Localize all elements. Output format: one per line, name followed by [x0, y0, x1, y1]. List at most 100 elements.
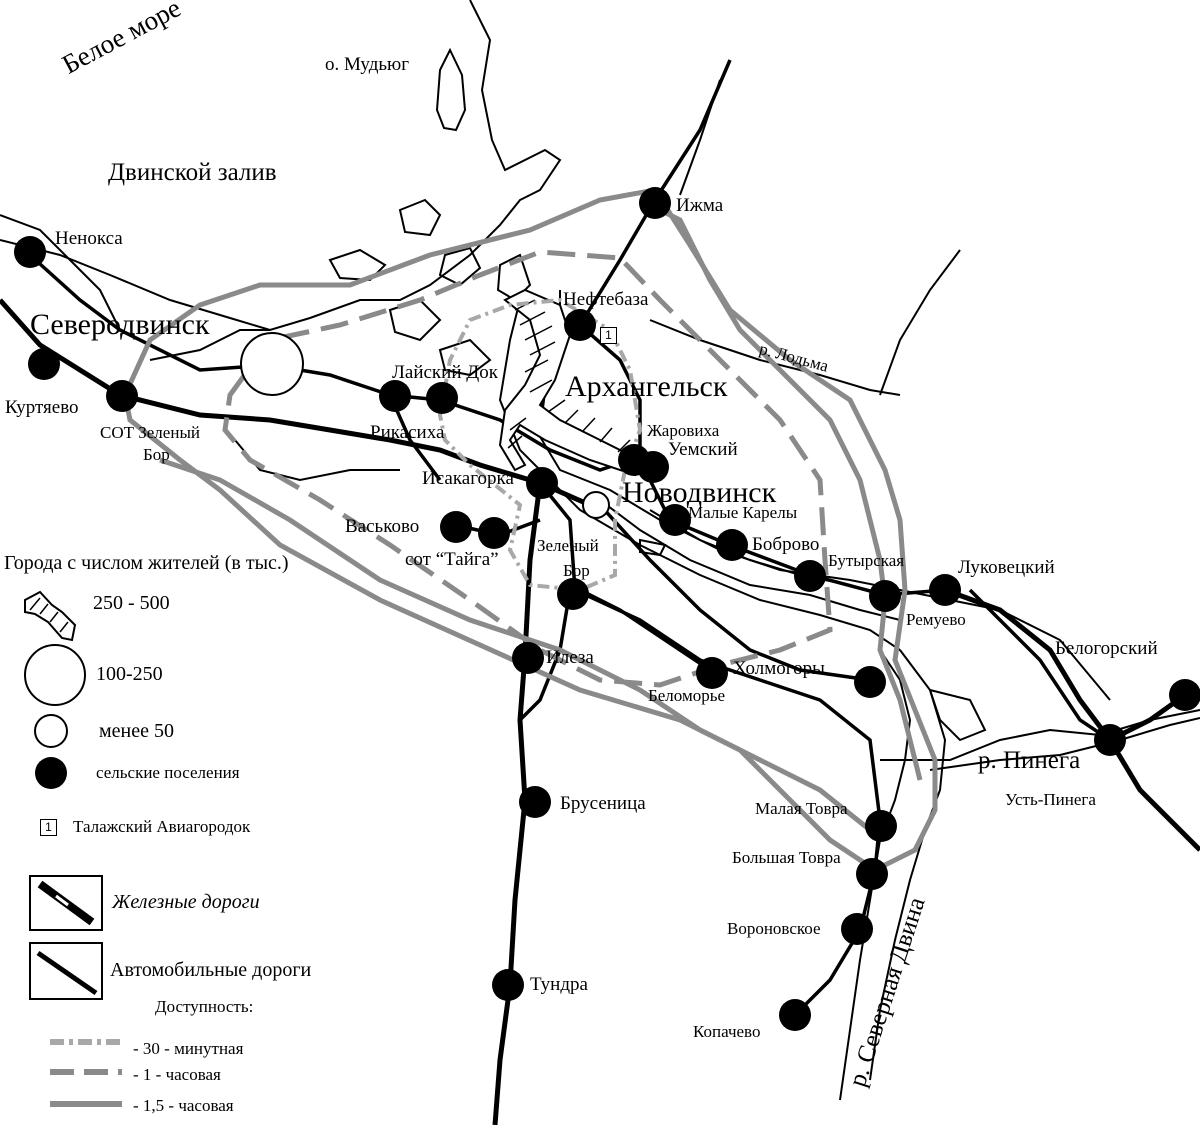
settlement-voronovskoe — [841, 913, 873, 945]
legend-access-15h: - 1,5 - часовая — [133, 1096, 234, 1115]
neftebaza-label: Нефтебаза — [563, 289, 649, 310]
mudyug-island — [435, 47, 467, 132]
rikasikha-label: Рикасиха — [370, 422, 445, 443]
kurtyaevo-label: Куртяево — [5, 397, 79, 418]
isochrone-1-5h — [638, 197, 923, 781]
bobrovo-label: Боброво — [752, 534, 820, 555]
isochrone-1-5h — [159, 457, 872, 832]
road — [28, 253, 631, 472]
brusenitsa-label: Брусеница — [560, 793, 646, 814]
pinega-label: р. Пинега — [978, 747, 1081, 774]
delta-island — [438, 338, 492, 377]
legend-access-30: - 30 - минутная — [133, 1039, 244, 1058]
sot-zeleny-bor-label-2: Бор — [143, 445, 170, 464]
settlement-remuevo — [869, 580, 901, 612]
settlement-tundra — [492, 969, 524, 1001]
legend-hatched-city-icon — [24, 590, 77, 642]
road — [579, 588, 711, 672]
legend-city-lt-50-icon — [34, 714, 68, 748]
legend-access-title: Доступность: — [155, 997, 254, 1016]
dvina-channel — [599, 499, 901, 621]
sot-taiga-label: сот “Тайга” — [405, 549, 499, 570]
settlement-isakagorka — [526, 467, 558, 499]
isochrone-1h — [222, 249, 833, 688]
mudyug-label: о. Мудьюг — [325, 54, 410, 75]
lodma-river — [649, 319, 901, 396]
settlement-bolshaya-tovra — [856, 858, 888, 890]
isochrone-30min — [437, 297, 643, 593]
uemsky-label: Уемский — [668, 439, 738, 460]
railway — [944, 587, 1200, 852]
settlement-laisky-dok-2 — [426, 382, 458, 414]
nenoksa-label: Ненокса — [55, 228, 123, 249]
road — [598, 503, 871, 682]
coastline — [0, 0, 562, 332]
settlement-uemsky — [637, 451, 669, 483]
legend-railways: Железные дороги — [112, 891, 260, 913]
railway — [0, 298, 592, 508]
road — [653, 59, 732, 201]
lukovetsky-label: Луковецкий — [958, 557, 1055, 578]
laisky-dok-label: Лайский Док — [392, 362, 498, 383]
river-west — [0, 214, 121, 331]
settlement-zeleny-bor — [557, 578, 589, 610]
settlement-butyrskaya — [794, 560, 826, 592]
settlement-kholmogory — [696, 657, 728, 689]
settlement-ileza — [512, 642, 544, 674]
settlement-sot-zeleny-bor — [106, 380, 138, 412]
river-west — [234, 439, 400, 482]
bolshaya-tovra-label: Большая Товра — [732, 848, 841, 867]
legend-pop-250-500: 250 - 500 — [93, 592, 170, 614]
zeleny-bor-label: Зеленый — [537, 536, 599, 555]
settlement-laisky-dok-1 — [379, 380, 411, 412]
sot-zeleny-bor-label: СОТ Зеленый — [100, 423, 200, 442]
settlement-vaskovo — [440, 511, 472, 543]
pinega-river — [929, 717, 1200, 771]
izhma-label: Ижма — [676, 195, 724, 216]
tundra-label: Тундра — [530, 974, 588, 995]
settlement-kurtyaevo — [28, 348, 60, 380]
legend-city-100-250-icon — [24, 644, 86, 706]
legend-title: Города с числом жителей (в тыс.) — [4, 552, 289, 574]
ust-pinega-label: Усть-Пинега — [1005, 790, 1096, 809]
severodvinsk-label: Северодвинск — [30, 308, 210, 341]
legend-pop-100-250: 100-250 — [96, 663, 163, 685]
river-north — [879, 249, 961, 396]
ileza-label: Илеза — [546, 647, 594, 668]
legend-roads: Автомобильные дороги — [110, 959, 312, 981]
belomorye-label: Беломорье — [648, 686, 726, 705]
novodvinsk-label: Новодвинск — [622, 476, 777, 509]
arkhangelsk-label: Архангельск — [565, 370, 728, 403]
dvina-island — [928, 688, 987, 742]
butyrskaya-label: Бутырская — [828, 551, 905, 570]
settlement-neftebaza — [564, 309, 596, 341]
legend-road-icon — [36, 950, 98, 996]
legend-pop-lt-50: менее 50 — [99, 720, 174, 742]
isakagorka-label: Исакагорка — [422, 468, 514, 489]
settlement-malye-karely — [659, 504, 691, 536]
legend-rural: сельские поселения — [96, 763, 240, 782]
remuevo-label: Ремуево — [906, 610, 966, 629]
settlement-kholmogory-east — [854, 666, 886, 698]
road — [968, 588, 1111, 742]
novodvinsk-circle — [582, 491, 610, 519]
settlement-bobrovo — [716, 529, 748, 561]
zharovikha-label: Жаровиха — [647, 421, 720, 440]
arkhangelsk-city-area — [498, 288, 642, 477]
legend-hatched-city-hatch — [29, 597, 69, 633]
settlement-lukovetsky — [929, 574, 961, 606]
vaskovo-label: Васьково — [345, 516, 420, 537]
rural-settlements — [14, 187, 1200, 1031]
dvina-bay-label: Двинской залив — [108, 159, 277, 186]
talazh-marker: 1 — [600, 327, 617, 344]
severodvinsk-coast — [149, 329, 270, 361]
settlement-kopachevo — [779, 999, 811, 1031]
settlement-nenoksa — [14, 236, 46, 268]
zeleny-bor-label-2: Бор — [563, 561, 590, 580]
voronovskoe-label: Вороновское — [727, 919, 821, 938]
settlement-malaya-tovra — [865, 810, 897, 842]
delta-island — [398, 198, 442, 237]
settlement-brusenitsa — [519, 786, 551, 818]
delta-island — [438, 246, 482, 287]
